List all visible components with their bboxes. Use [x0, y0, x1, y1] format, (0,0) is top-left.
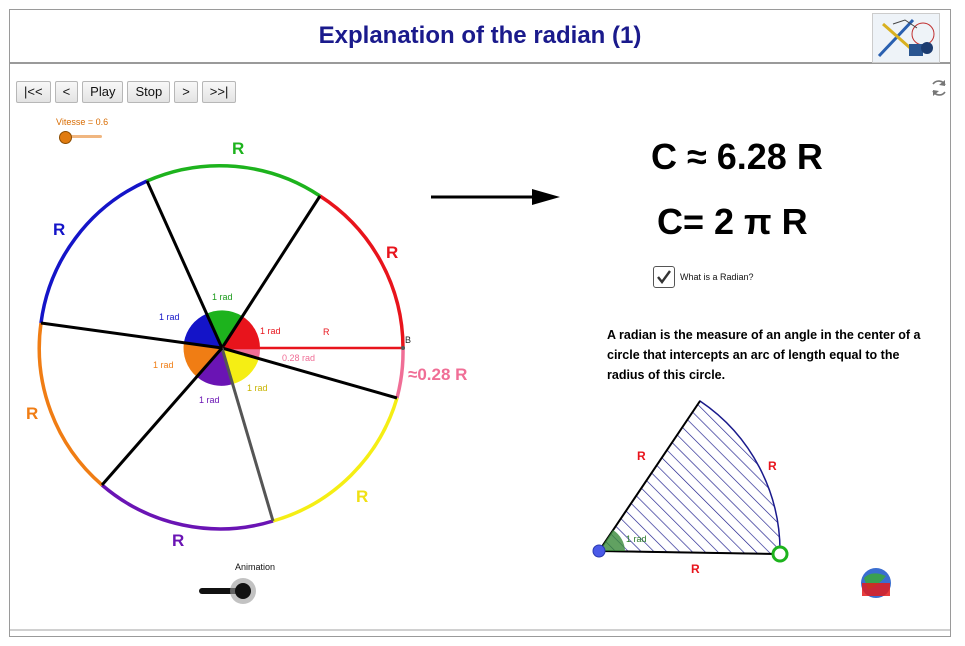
arc-purple [100, 483, 274, 531]
sector-arc-point[interactable] [771, 545, 789, 563]
speed-slider-track[interactable] [64, 135, 102, 138]
arc-yellow [272, 397, 399, 523]
what-is-radian-label: What is a Radian? [680, 272, 754, 282]
playback-toolbar: |<< < Play Stop > >>| [16, 81, 237, 103]
first-step-button[interactable]: |<< [16, 81, 51, 103]
arc-green [146, 163, 321, 198]
sector-arc-label: R [768, 459, 777, 473]
arc-label-orange: R [26, 404, 38, 423]
header: Explanation of the radian (1) [10, 10, 950, 64]
speed-label: Vitesse = 0.6 [56, 117, 109, 127]
arc-orange [37, 322, 104, 487]
sector-center-point[interactable] [592, 544, 606, 558]
hatched-radian-sector [597, 399, 781, 555]
wedge-orange [183, 342, 222, 377]
arc-label-purple: R [172, 531, 184, 550]
circumference-exact-formula: C= 2 π R [657, 201, 808, 242]
next-step-button[interactable]: > [174, 81, 198, 103]
animation-toggle-knob[interactable] [235, 583, 251, 599]
arrow-head-icon [532, 189, 560, 205]
sector-label-orange: 1 rad [153, 360, 174, 370]
point-b[interactable] [401, 346, 405, 350]
wedge-green [206, 310, 242, 348]
radius-line [145, 180, 224, 349]
arc-red [319, 194, 405, 349]
what-is-radian-checkbox[interactable] [653, 266, 675, 288]
animation-label: Animation [235, 562, 276, 572]
radian-definition: A radian is the measure of an angle in t… [607, 328, 921, 382]
sector-left-label: R [637, 449, 646, 463]
sector-angle-label: 1 rad [626, 534, 647, 544]
page-title: Explanation of the radian (1) [318, 22, 642, 49]
sector-angle-wedge [599, 530, 625, 551]
globe-logo-icon [861, 568, 891, 598]
remainder-arc-label: ≈0.28 R [408, 365, 467, 384]
speed-slider-handle[interactable] [59, 131, 72, 144]
applet-frame: Explanation of the radian (1) [9, 9, 951, 637]
geometry-logo-icon [872, 13, 940, 63]
arc-label-yellow: R [356, 487, 368, 506]
radius-line [221, 346, 398, 400]
previous-step-button[interactable]: < [54, 81, 79, 103]
stop-button[interactable]: Stop [127, 81, 171, 103]
wedge-red [222, 316, 260, 348]
sector-bottom-label: R [691, 562, 700, 576]
arc-blue [39, 179, 148, 324]
sector-label-green: 1 rad [212, 292, 233, 302]
radius-label: R [323, 327, 330, 337]
checkmark-icon [657, 270, 671, 284]
last-step-button[interactable]: >>| [201, 81, 237, 103]
wedge-blue [184, 314, 222, 348]
what-is-radian-toggle[interactable]: What is a Radian? [653, 266, 754, 288]
arc-label-red: R [386, 243, 398, 262]
sector-radius-left [598, 400, 701, 552]
sector-label-yellow: 1 rad [247, 383, 268, 393]
sector-radius-bottom [598, 550, 781, 555]
radius-line-grey [220, 347, 275, 522]
circumference-approx-formula: C ≈ 6.28 R [651, 136, 823, 177]
point-b-label: B [405, 335, 411, 345]
bottom-divider [10, 629, 950, 631]
arc-label-blue: R [53, 220, 65, 239]
remainder-angle-label: 0.28 rad [282, 353, 315, 363]
sector-label-purple: 1 rad [199, 395, 220, 405]
arc-label-green: R [232, 139, 244, 158]
radius-line [220, 195, 322, 349]
refresh-icon[interactable] [929, 78, 949, 98]
arc-pink [395, 347, 405, 399]
sector-label-red: 1 rad [260, 326, 281, 336]
play-button[interactable]: Play [82, 81, 124, 103]
radius-line [40, 321, 223, 350]
radius-line [100, 347, 224, 486]
sector-label-blue: 1 rad [159, 312, 180, 322]
